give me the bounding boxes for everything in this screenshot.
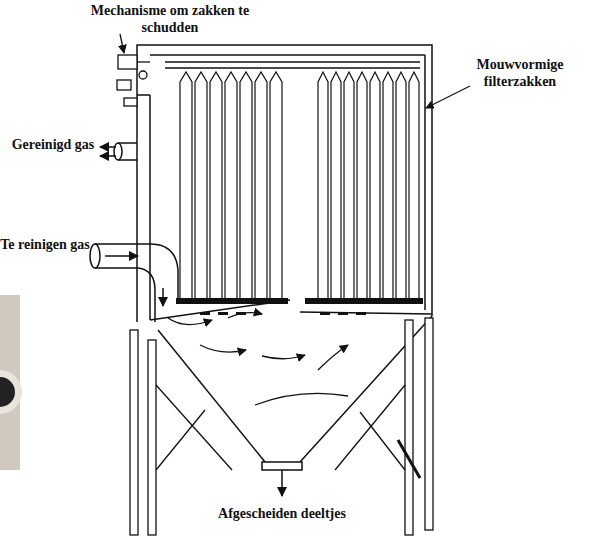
discharge-arrow bbox=[281, 470, 283, 496]
part-label: Mouwvormige filterzakken bbox=[450, 56, 590, 90]
inlet-pipe bbox=[95, 268, 155, 322]
inlet-pipe bbox=[95, 244, 178, 298]
outlet-pipe bbox=[100, 143, 137, 160]
outlet-pipe bbox=[118, 159, 137, 161]
support-leg bbox=[156, 410, 205, 470]
part-label: Afgescheiden deeltjes bbox=[208, 505, 356, 522]
support-leg bbox=[405, 320, 413, 535]
filter-bag bbox=[331, 72, 341, 298]
outlet-pipe bbox=[100, 146, 116, 148]
outlet-pipe bbox=[114, 143, 122, 160]
filter-bag bbox=[383, 72, 393, 298]
support-leg bbox=[398, 440, 420, 478]
housing bbox=[137, 45, 432, 322]
filter-bag bbox=[344, 72, 354, 298]
shaking-mechanism bbox=[139, 71, 147, 79]
housing bbox=[150, 54, 425, 56]
filter-bag bbox=[270, 72, 282, 298]
filter-bag bbox=[409, 72, 419, 298]
shaking-mechanism bbox=[137, 61, 150, 62]
filter-bag bbox=[180, 72, 419, 298]
hopper bbox=[262, 462, 302, 470]
flow-arrow bbox=[200, 345, 246, 352]
hopper bbox=[150, 300, 432, 470]
inlet-pipe bbox=[162, 288, 164, 306]
filter-bag bbox=[210, 72, 222, 298]
filter-bag bbox=[195, 72, 207, 298]
filter-bag bbox=[370, 72, 380, 298]
flow-arrow bbox=[318, 345, 348, 370]
support-leg bbox=[148, 340, 156, 535]
housing bbox=[149, 95, 151, 320]
shaking-mechanism bbox=[118, 55, 137, 69]
leader-line bbox=[426, 86, 470, 108]
support-leg bbox=[335, 385, 405, 470]
shaking-mechanism bbox=[117, 80, 131, 90]
photo-fragment bbox=[0, 377, 15, 407]
shaking-mechanism bbox=[120, 34, 124, 53]
flow-arrow bbox=[228, 313, 262, 318]
filter-bag bbox=[255, 72, 267, 298]
inlet-pipe bbox=[90, 244, 178, 322]
housing bbox=[424, 55, 426, 310]
tube-sheet bbox=[305, 298, 423, 304]
support-leg bbox=[130, 318, 433, 535]
hopper bbox=[300, 312, 432, 314]
flow-arrow bbox=[168, 318, 212, 325]
tube-sheet bbox=[218, 312, 228, 315]
part-label: Mechanisme om zakken te schudden bbox=[86, 2, 254, 36]
filter-bag bbox=[180, 72, 192, 298]
outlet-pipe bbox=[100, 155, 116, 157]
flow-arrow bbox=[255, 393, 348, 405]
housing bbox=[165, 61, 420, 63]
outlet-pipe bbox=[118, 142, 137, 144]
inlet-pipe bbox=[105, 255, 138, 257]
discharge-arrow bbox=[281, 470, 283, 496]
support-leg bbox=[130, 330, 138, 535]
housing bbox=[137, 45, 432, 322]
filter-bag bbox=[396, 72, 406, 298]
support-leg bbox=[156, 385, 232, 470]
flow-arrow bbox=[262, 355, 305, 359]
shaking-mechanism bbox=[124, 98, 137, 106]
photo-fragment bbox=[0, 370, 22, 414]
part-label: Gereinigd gas bbox=[8, 136, 98, 153]
part-label: Te reinigen gas bbox=[0, 236, 90, 253]
filter-bag bbox=[357, 72, 367, 298]
housing bbox=[137, 94, 150, 96]
hopper bbox=[150, 300, 290, 320]
tube-sheet bbox=[176, 298, 423, 315]
flow-arrow bbox=[168, 313, 348, 405]
housing bbox=[165, 67, 420, 69]
support-leg bbox=[425, 318, 433, 530]
filter-bag bbox=[318, 72, 328, 298]
hopper bbox=[158, 330, 265, 462]
shaking-mechanism bbox=[117, 34, 150, 106]
inlet-pipe bbox=[90, 244, 100, 268]
photo-fragment bbox=[0, 295, 22, 470]
filter-bag bbox=[240, 72, 252, 298]
leader-line bbox=[426, 86, 470, 108]
filter-bag bbox=[225, 72, 237, 298]
